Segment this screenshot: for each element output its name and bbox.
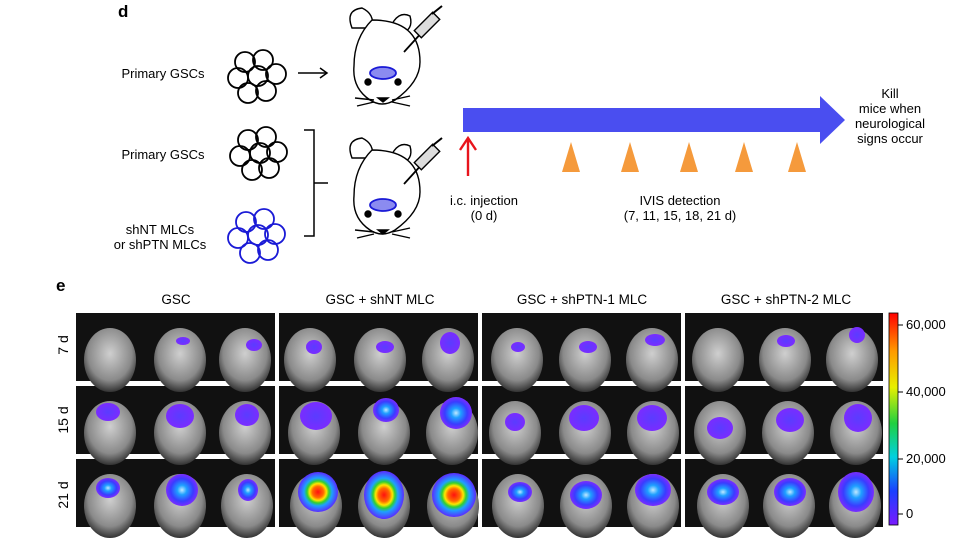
arrow-to-mouse-icon [298,67,329,79]
ivis-marker-icon [562,142,580,172]
row-label-7d: 7 d [55,335,71,355]
ivis-marker-icon [788,142,806,172]
kill-label-line4: signs occur [857,131,923,146]
image-tile-shptn1-21d [482,459,681,527]
mouse-bottom-icon [349,137,443,239]
image-tile-shptn1-7d [482,313,681,381]
kill-label: Kill mice when neurological signs occur [840,86,940,146]
row-label-21d: 21 d [55,481,71,509]
ivis-marker-icon [680,142,698,172]
kill-label-line2: mice when [858,101,922,116]
image-tile-gsc-21d [76,459,275,527]
column-header-shnt: GSC + shNT MLC [325,292,435,307]
primary-gsc-label-mid: Primary GSCs [121,147,205,162]
colorbar-tick-20000: 20,000 [906,451,946,466]
image-tile-gsc-15d [76,386,275,454]
timeline-arrow-icon [463,96,845,144]
colorbar-tick-60000: 60,000 [906,317,946,332]
injection-label-line1: i.c. injection [450,193,518,208]
injection-arrow-icon [459,135,477,176]
gsc-cluster-mid-icon [229,126,288,181]
column-header-shptn2: GSC + shPTN-2 MLC [720,292,852,307]
image-tile-shnt-15d [279,386,478,454]
mlc-cluster-icon [227,208,286,264]
kill-label-line1: Kill [881,86,899,101]
mlc-label-line1: shNT MLCs [125,222,195,237]
ivis-label: IVIS detection (7, 11, 15, 18, 21 d) [600,193,760,223]
ivis-label-line2: (7, 11, 15, 18, 21 d) [623,208,737,223]
row-label-15d: 15 d [55,406,71,434]
ivis-marker-icons [562,142,806,172]
image-tile-shptn2-7d [685,313,883,381]
panel-d-letter: d [118,2,129,21]
injection-label-line2: (0 d) [470,208,498,223]
column-header-gsc: GSC [161,292,191,307]
column-header-shptn1: GSC + shPTN-1 MLC [516,292,648,307]
ivis-marker-icon [735,142,753,172]
colorbar [888,312,903,526]
mouse-top-icon [349,5,443,107]
colorbar-tick-40000: 40,000 [906,384,946,399]
image-tile-shptn2-15d [685,386,883,454]
injection-label: i.c. injection (0 d) [436,193,532,223]
ivis-label-line1: IVIS detection [639,193,721,208]
ivis-marker-icon [621,142,639,172]
mlc-label: shNT MLCs or shPTN MLCs [100,222,220,252]
colorbar-tick-0: 0 [906,506,914,521]
kill-label-line3: neurological [854,116,926,131]
panel-d-diagram [227,5,845,264]
mlc-label-line2: or shPTN MLCs [113,237,207,252]
image-tile-shnt-21d [279,459,478,527]
primary-gsc-label-top: Primary GSCs [121,66,205,81]
panel-e-letter: e [56,276,66,295]
image-tile-shptn1-15d [482,386,681,454]
image-tile-shptn2-21d [685,459,883,527]
image-tile-shnt-7d [279,313,478,381]
gsc-cluster-top-icon [227,49,287,104]
image-tile-gsc-7d [76,313,275,381]
bracket-icon [304,129,328,237]
